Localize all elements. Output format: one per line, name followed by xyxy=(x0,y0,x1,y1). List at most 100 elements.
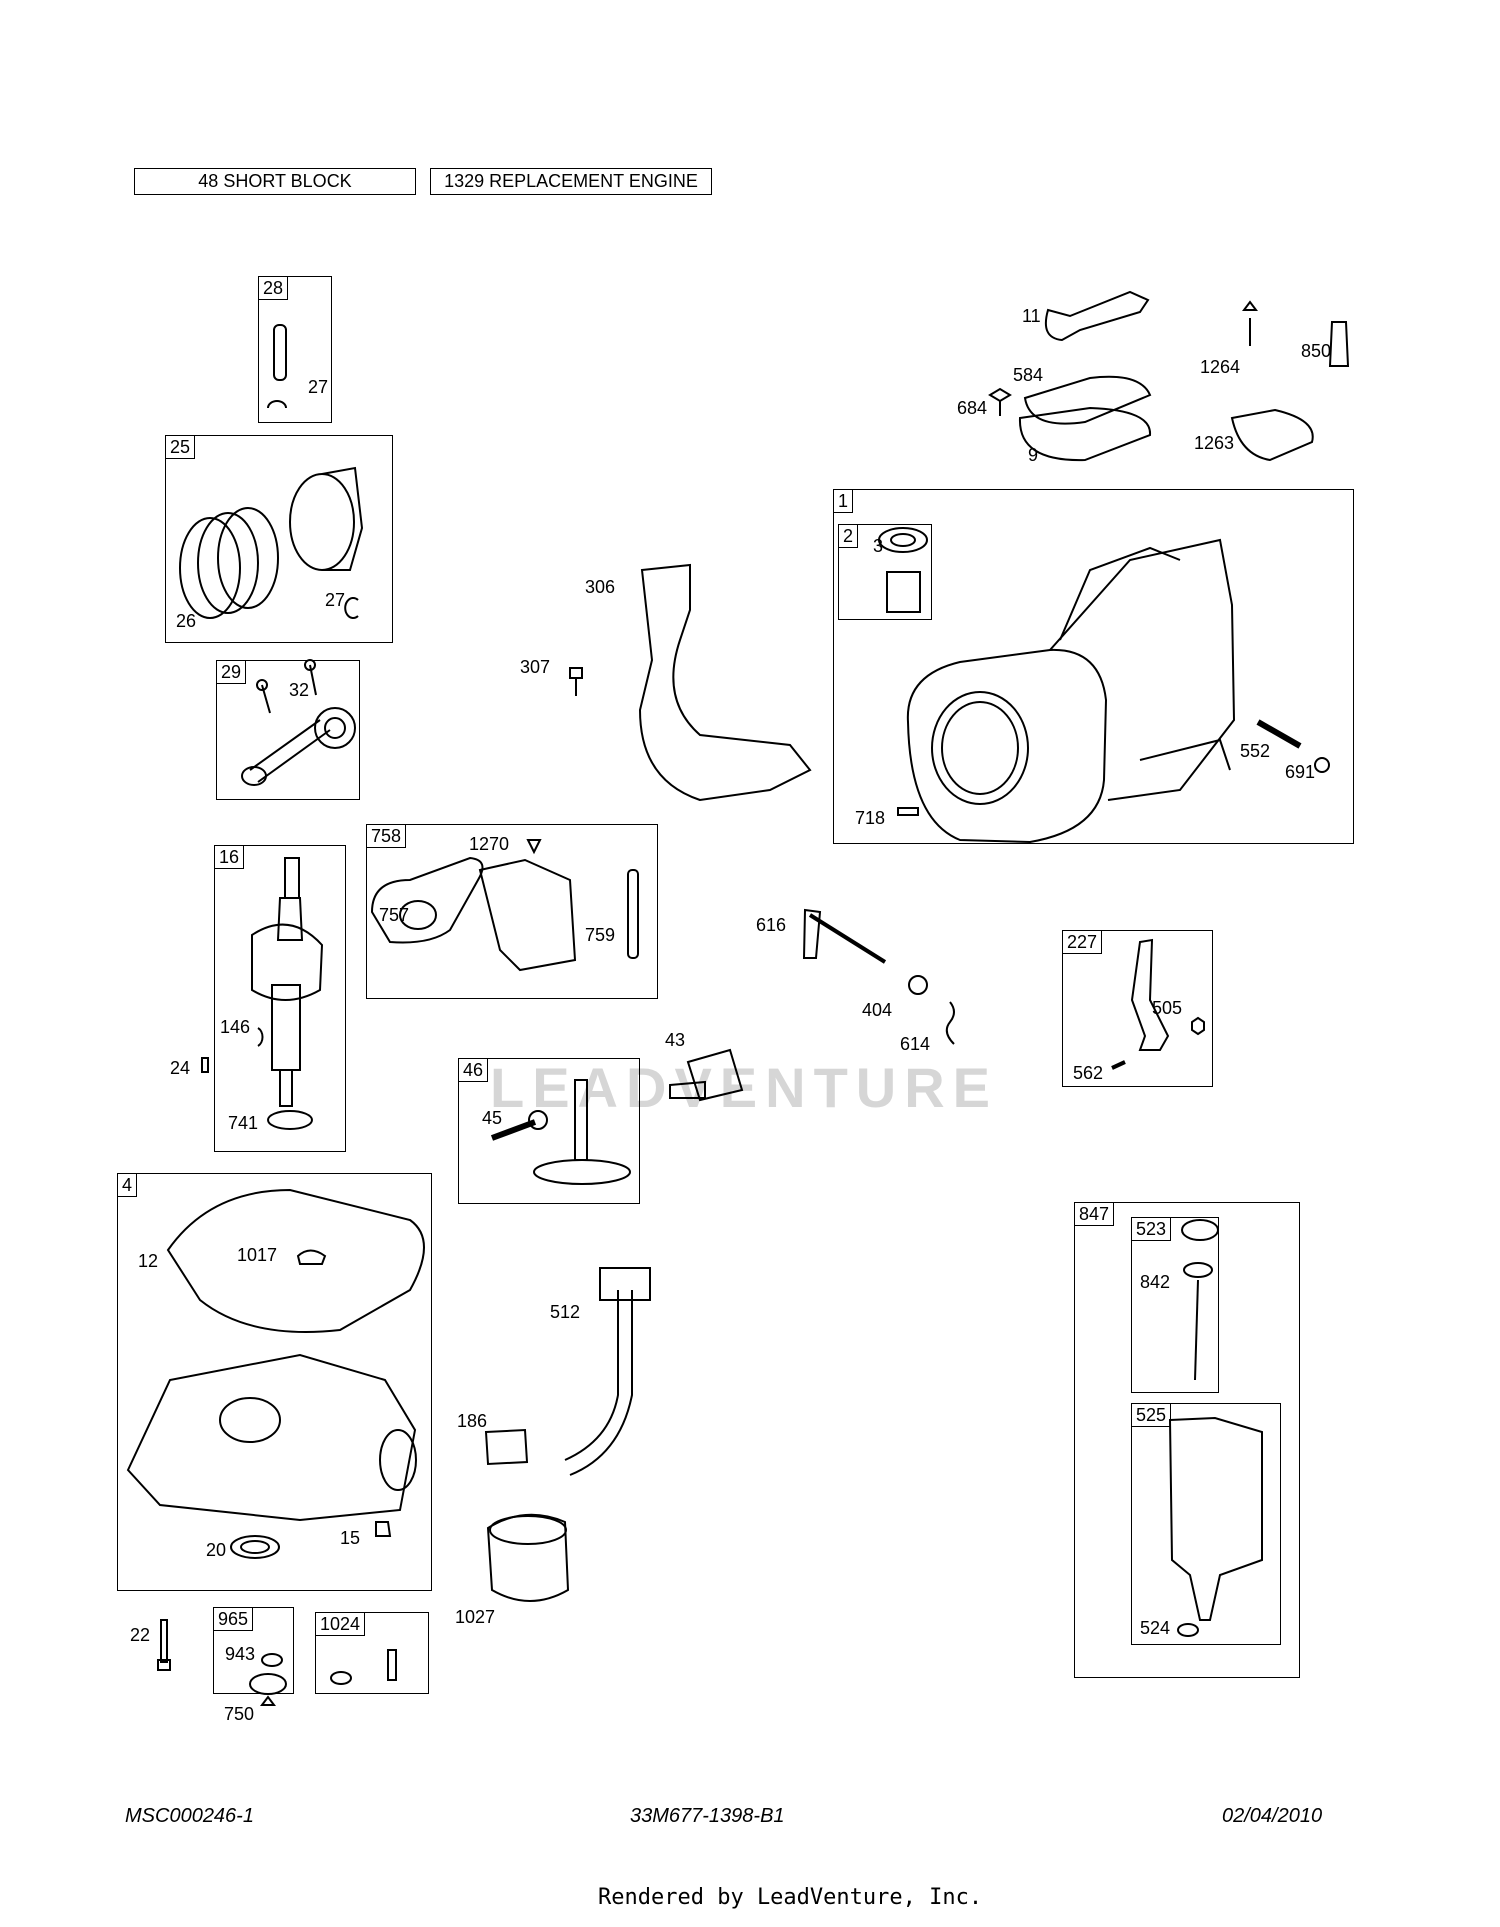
group-758[interactable]: 758 xyxy=(366,824,658,999)
group-1024[interactable]: 1024 xyxy=(315,1612,429,1694)
group-847[interactable]: 847 xyxy=(1074,1202,1300,1678)
group-16[interactable]: 16 xyxy=(214,845,346,1152)
dipstick-tube-drawing xyxy=(1168,1416,1263,1637)
valve-kit-drawing xyxy=(330,1649,397,1685)
group-tag: 1 xyxy=(834,490,854,513)
group-tag: 1024 xyxy=(316,1613,366,1636)
group-25[interactable]: 25 xyxy=(165,435,393,643)
group-523[interactable]: 523 xyxy=(1131,1217,1219,1393)
oil-tube-drawing xyxy=(484,1267,651,1476)
part-label: 842 xyxy=(1140,1272,1171,1292)
group-tag: 46 xyxy=(459,1059,489,1082)
breather-cover-drawing xyxy=(988,290,1350,462)
part-label: 24 xyxy=(170,1058,191,1078)
part-label: 552 xyxy=(1240,741,1271,761)
group-tag: 25 xyxy=(166,436,196,459)
part-label: 9 xyxy=(1028,445,1039,465)
rendered-by-text: Rendered by LeadVenture, Inc. xyxy=(598,1885,983,1910)
leadventure-watermark: LEADVENTURE xyxy=(490,1056,999,1119)
group-tag: 29 xyxy=(217,661,247,684)
part-label: 3 xyxy=(873,536,884,556)
part-label: 307 xyxy=(520,657,551,677)
short-block-header[interactable]: 48 SHORT BLOCK xyxy=(134,168,416,195)
footer-drawing-id: MSC000246-1 xyxy=(125,1805,254,1827)
crankshaft-drawing xyxy=(201,857,324,1130)
governor-assembly-drawing xyxy=(370,839,639,972)
group-tag: 523 xyxy=(1132,1218,1172,1241)
group-227[interactable]: 227 xyxy=(1062,930,1213,1087)
group-28[interactable]: 28 xyxy=(258,276,332,423)
part-label: 741 xyxy=(228,1113,259,1133)
blower-housing-drawing xyxy=(569,563,812,802)
part-label: 12 xyxy=(138,1251,159,1271)
part-label: 684 xyxy=(957,398,988,418)
part-label: 850 xyxy=(1301,341,1332,361)
seal-kit-drawing xyxy=(249,1653,287,1706)
cylinder-block-drawing xyxy=(878,527,1330,844)
part-label: 750 xyxy=(224,1704,255,1724)
part-label: 943 xyxy=(225,1644,256,1664)
sump-cover-drawing xyxy=(126,1188,425,1559)
camshaft-drawing xyxy=(490,1079,631,1185)
group-525[interactable]: 525 xyxy=(1131,1403,1281,1645)
part-label: 186 xyxy=(457,1411,488,1431)
bolt-drawing xyxy=(157,1619,171,1671)
part-label: 11 xyxy=(1022,306,1041,326)
part-label: 1027 xyxy=(455,1607,496,1627)
group-tag: 227 xyxy=(1063,931,1103,954)
part-label: 759 xyxy=(585,925,616,945)
part-label: 27 xyxy=(325,590,346,610)
replacement-engine-header[interactable]: 1329 REPLACEMENT ENGINE xyxy=(430,168,712,195)
group-tag: 847 xyxy=(1075,1203,1115,1226)
group-tag: 525 xyxy=(1132,1404,1172,1427)
part-label: 616 xyxy=(756,915,787,935)
group-965[interactable]: 965 xyxy=(213,1607,294,1694)
part-label: 584 xyxy=(1013,365,1044,385)
footer-date: 02/04/2010 xyxy=(1222,1805,1323,1827)
part-label: 20 xyxy=(206,1540,227,1560)
governor-shaft-drawing xyxy=(802,908,955,1045)
part-label: 27 xyxy=(308,377,329,397)
part-label: 562 xyxy=(1073,1063,1104,1083)
piston-pin-drawing xyxy=(267,324,287,409)
piston-rings-drawing xyxy=(179,466,364,619)
part-label: 1263 xyxy=(1194,433,1235,453)
group-1[interactable]: 1 xyxy=(833,489,1354,844)
part-label: 26 xyxy=(176,611,197,631)
part-label: 691 xyxy=(1285,762,1316,782)
part-label: 505 xyxy=(1152,998,1183,1018)
connecting-rod-drawing xyxy=(241,659,356,786)
group-tag: 28 xyxy=(259,277,289,300)
part-label: 45 xyxy=(482,1108,503,1128)
group-46[interactable]: 46 xyxy=(458,1058,640,1204)
group-tag: 16 xyxy=(215,846,245,869)
group-4[interactable]: 4 xyxy=(117,1173,432,1591)
group-29[interactable]: 29 xyxy=(216,660,360,800)
part-label: 15 xyxy=(340,1528,361,1548)
group-tag: 965 xyxy=(214,1608,254,1631)
footer-model-number: 33M677-1398-B1 xyxy=(630,1805,785,1827)
part-label: 43 xyxy=(665,1030,686,1050)
part-label: 718 xyxy=(855,808,886,828)
oil-filter-drawing xyxy=(486,1513,570,1602)
group-tag: 2 xyxy=(839,525,859,548)
part-label: 404 xyxy=(862,1000,893,1020)
group-tag: 758 xyxy=(367,825,407,848)
part-label: 306 xyxy=(585,577,616,597)
part-label: 146 xyxy=(220,1017,251,1037)
part-label: 22 xyxy=(130,1625,151,1645)
part-label: 757 xyxy=(379,905,410,925)
part-label: 1017 xyxy=(237,1245,278,1265)
part-label: 1264 xyxy=(1200,357,1241,377)
part-label: 524 xyxy=(1140,1618,1171,1638)
part-label: 1270 xyxy=(469,834,510,854)
group-2[interactable]: 2 xyxy=(838,524,932,620)
control-lever-drawing xyxy=(1111,938,1205,1070)
part-label: 32 xyxy=(289,680,310,700)
dipstick-drawing xyxy=(1181,1219,1219,1381)
governor-bracket-drawing xyxy=(669,1048,744,1102)
part-label: 614 xyxy=(900,1034,931,1054)
group-tag: 4 xyxy=(118,1174,138,1197)
part-label: 512 xyxy=(550,1302,581,1322)
